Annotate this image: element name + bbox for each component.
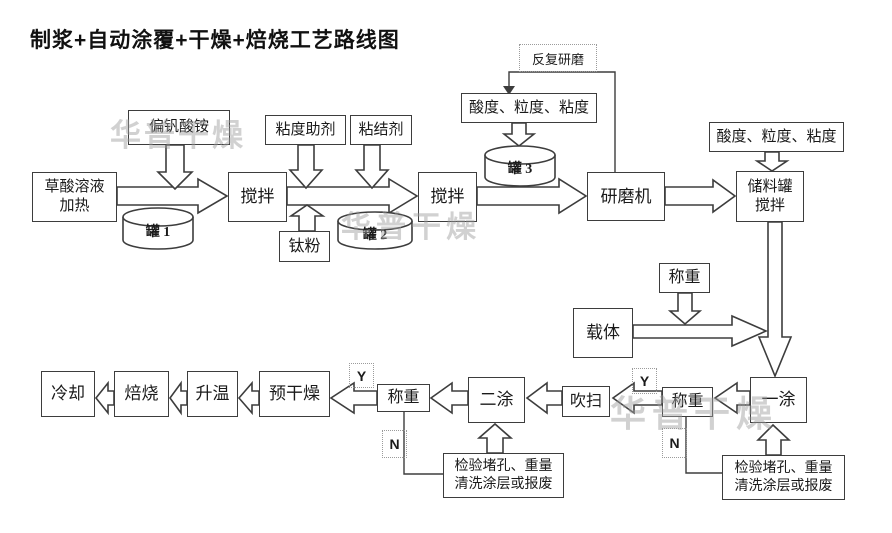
- arrow-storage-to-first-coat: [757, 221, 793, 379]
- arrow-oxalic-to-stir1: [116, 177, 229, 215]
- arrow-secondcoat-to-weigh: [429, 381, 469, 415]
- process-box-quality-check-grind: 酸度、粒度、粘度: [461, 93, 597, 123]
- process-box-stir-1: 搅拌: [228, 172, 287, 222]
- arrow-purge-to-secondcoat: [525, 381, 563, 415]
- process-box-first-coat: 一涂: [750, 377, 807, 423]
- arrow-weigh-to-carrier-line: [667, 292, 703, 326]
- process-box-heat-up: 升温: [187, 371, 238, 417]
- arrow-weigh-to-purge: [611, 381, 663, 415]
- process-box-roasting: 焙烧: [114, 371, 169, 417]
- arrow-stir1-to-stir2: [286, 177, 419, 215]
- line-grinder-feedback: [508, 71, 616, 172]
- arrow-binder-down: [354, 144, 390, 190]
- process-box-inspect-first: 检验堵孔、重量 清洗涂层或报废: [722, 455, 845, 500]
- tank-1-label: 罐 1: [145, 225, 171, 240]
- process-box-second-coat: 二涂: [468, 377, 525, 423]
- process-box-inspect-second: 检验堵孔、重量 清洗涂层或报废: [443, 453, 564, 498]
- arrow-grinder-to-storage: [664, 178, 737, 214]
- diagram-title: 制浆+自动涂覆+干燥+焙烧工艺路线图: [30, 29, 400, 52]
- arrow-check-to-tank3: [501, 122, 537, 148]
- process-box-grinder: 研磨机: [587, 172, 665, 221]
- process-box-quality-check-store: 酸度、粒度、粘度: [709, 122, 844, 152]
- arrow-carrier-right: [632, 314, 768, 348]
- arrow-inspect-to-first-coat: [756, 423, 792, 456]
- tank-2-top: [337, 211, 413, 231]
- decision-label-yes-second: Y: [349, 363, 374, 388]
- decision-label-no-first: N: [662, 428, 687, 458]
- line-weigh1-no-branch: [685, 417, 722, 474]
- process-box-carrier: 载体: [573, 308, 633, 358]
- arrow-heatup-to-roast: [169, 380, 188, 416]
- arrow-titanium-up: [288, 204, 326, 232]
- process-box-weigh-first-coat: 称重: [662, 387, 713, 417]
- arrow-weigh-to-predry: [329, 381, 378, 415]
- process-box-oxalic-solution: 草酸溶液 加热: [32, 172, 117, 222]
- arrow-predry-to-heatup: [237, 380, 260, 416]
- decision-label-yes-first: Y: [632, 368, 657, 394]
- process-box-weigh-carrier: 称重: [659, 263, 710, 293]
- line-weigh2-no-branch: [403, 412, 443, 475]
- process-box-storage-tank: 储料罐 搅拌: [736, 171, 804, 222]
- process-box-viscosity-aid: 粘度助剂: [265, 115, 346, 145]
- arrowhead-feedback: [503, 86, 515, 95]
- arrow-firstcoat-to-weigh: [713, 381, 751, 415]
- process-box-binder: 粘结剂: [350, 115, 412, 145]
- arrow-check-to-storage: [754, 151, 790, 172]
- process-box-purge: 吹扫: [562, 386, 610, 417]
- tank-2-label: 罐 2: [362, 228, 388, 243]
- arrow-roast-to-cool: [94, 380, 115, 416]
- process-box-ammonium-metavanadate: 偏钒酸铵: [128, 110, 230, 145]
- dashed-box-repeat-grinding: 反复研磨: [519, 44, 597, 72]
- arrow-metavanadate-down: [156, 144, 194, 191]
- arrow-inspect-to-second-coat: [476, 422, 514, 454]
- tank-1-top: [122, 207, 194, 227]
- arrow-viscosity-aid-down: [288, 144, 324, 190]
- decision-label-no-second: N: [382, 430, 407, 458]
- tank-3-top: [484, 145, 556, 165]
- tank-3-label: 罐 3: [507, 162, 533, 177]
- process-box-stir-2: 搅拌: [418, 172, 477, 222]
- process-box-weigh-second-coat: 称重: [377, 384, 430, 412]
- process-box-titanium-powder: 钛粉: [279, 231, 330, 262]
- arrow-stir2-to-grinder: [476, 177, 588, 215]
- process-box-cooling: 冷却: [41, 371, 95, 417]
- process-box-pre-drying: 预干燥: [259, 371, 330, 417]
